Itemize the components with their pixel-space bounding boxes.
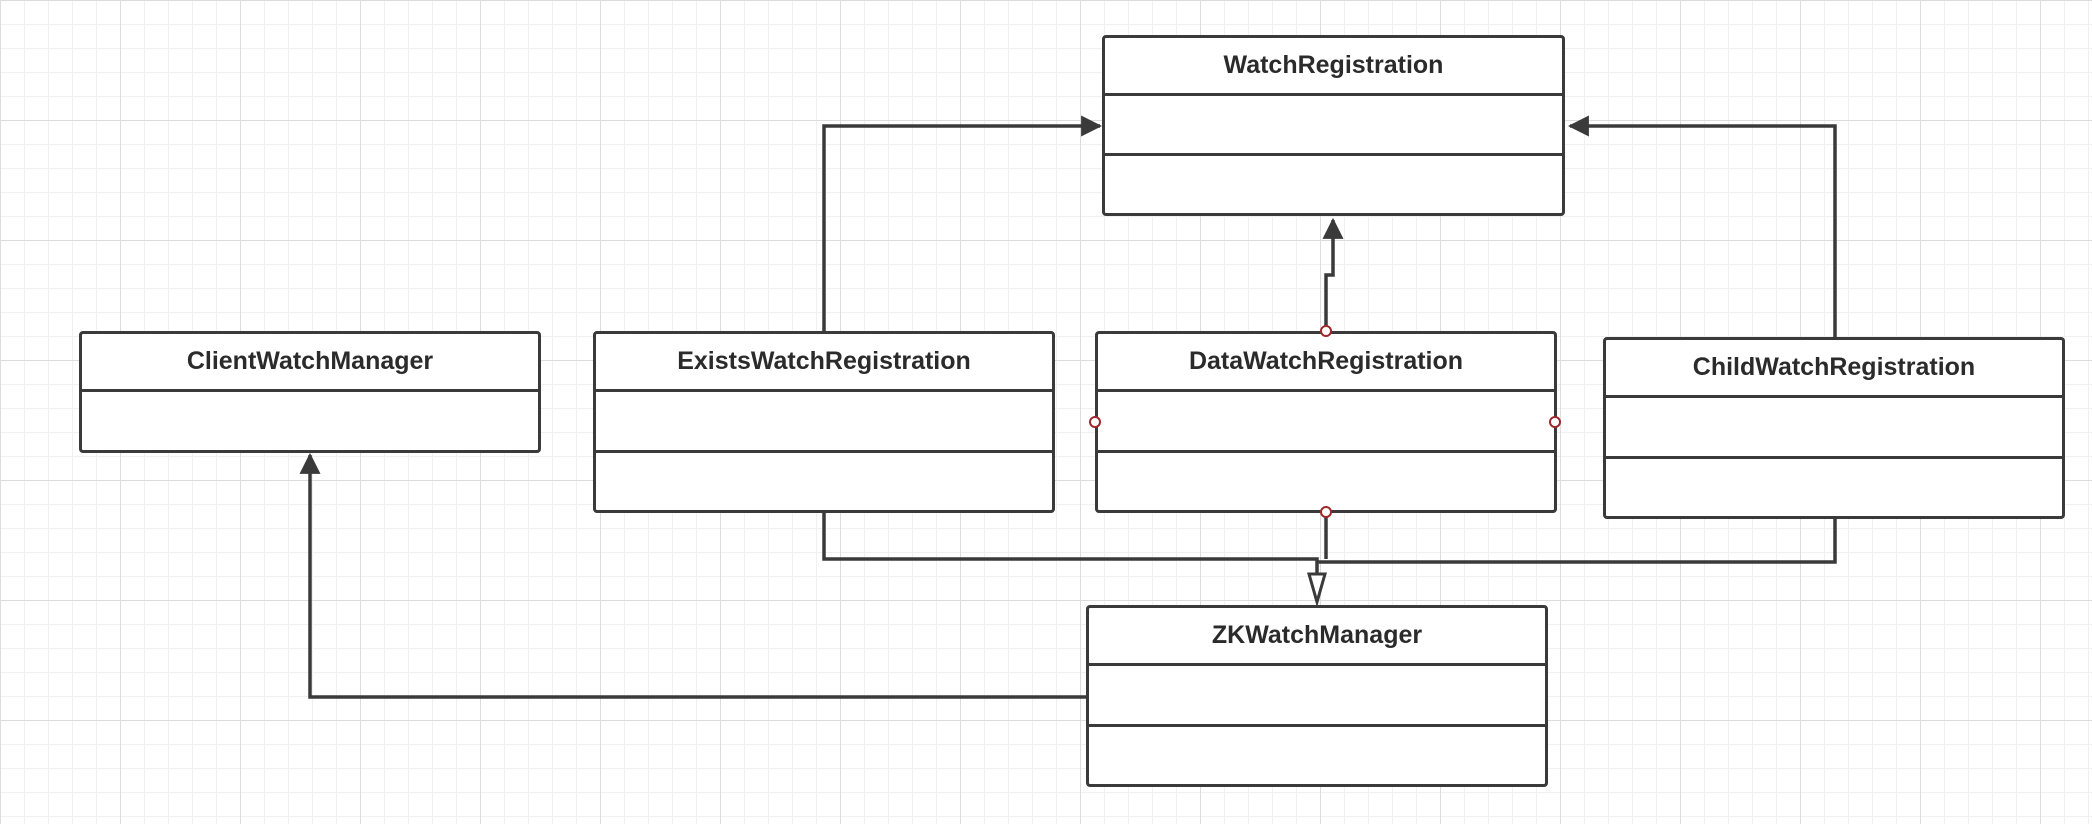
generalization-arrowhead bbox=[1307, 572, 1327, 608]
attributes-section bbox=[82, 392, 538, 450]
attributes-section bbox=[596, 392, 1052, 450]
association-child-to-watch-registration[interactable] bbox=[1567, 115, 1837, 337]
methods-section bbox=[1105, 153, 1562, 213]
attributes-section bbox=[1098, 392, 1554, 450]
class-data-watch-registration[interactable]: DataWatchRegistration bbox=[1095, 331, 1557, 513]
connection-point-top[interactable] bbox=[1320, 325, 1332, 337]
methods-section bbox=[1098, 449, 1554, 511]
generalization-exists-to-zk-watch-manager[interactable] bbox=[822, 513, 1319, 574]
class-name: ChildWatchRegistration bbox=[1606, 340, 2062, 398]
class-name: DataWatchRegistration bbox=[1098, 334, 1554, 392]
association-data-to-watch-registration[interactable] bbox=[1322, 217, 1344, 331]
class-exists-watch-registration[interactable]: ExistsWatchRegistration bbox=[593, 331, 1055, 513]
class-name: ClientWatchManager bbox=[82, 334, 538, 392]
association-exists-to-watch-registration[interactable] bbox=[822, 115, 1103, 331]
class-name: ExistsWatchRegistration bbox=[596, 334, 1052, 392]
class-name: WatchRegistration bbox=[1105, 38, 1562, 96]
connection-point-left[interactable] bbox=[1089, 416, 1101, 428]
class-zk-watch-manager[interactable]: ZKWatchManager bbox=[1086, 605, 1548, 787]
attributes-section bbox=[1606, 398, 2062, 456]
methods-section bbox=[1606, 455, 2062, 517]
connection-point-right[interactable] bbox=[1549, 416, 1561, 428]
methods-section bbox=[596, 449, 1052, 511]
attributes-section bbox=[1105, 96, 1562, 153]
attributes-section bbox=[1089, 666, 1545, 724]
class-child-watch-registration[interactable]: ChildWatchRegistration bbox=[1603, 337, 2065, 519]
class-client-watch-manager[interactable]: ClientWatchManager bbox=[79, 331, 541, 453]
class-watch-registration[interactable]: WatchRegistration bbox=[1102, 35, 1565, 216]
class-name: ZKWatchManager bbox=[1089, 608, 1545, 666]
connection-point-bottom[interactable] bbox=[1320, 506, 1332, 518]
methods-section bbox=[1089, 723, 1545, 785]
generalization-child-to-zk-watch-manager[interactable] bbox=[1317, 519, 1837, 564]
